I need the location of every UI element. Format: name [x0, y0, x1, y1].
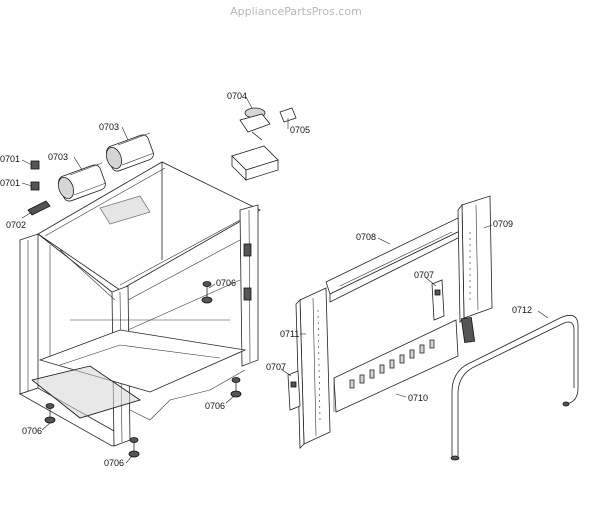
- callout-0711: 0711: [280, 329, 299, 339]
- part-0709-side-panel: [457, 195, 493, 344]
- part-0701a-clip: [30, 160, 40, 170]
- part-0707b-bracket: [287, 370, 301, 411]
- callout-0709: 0709: [493, 219, 513, 229]
- part-0706c-foot: [44, 403, 56, 424]
- part-0712-gasket-rod: [450, 314, 579, 461]
- part-0706b-foot: [230, 377, 242, 398]
- watermark: AppliancePartsPros.com: [230, 5, 362, 18]
- callout-labels: 0701 0701 0702 0703 0703 0704 0705 0706 …: [0, 91, 532, 468]
- part-0705-bracket: [279, 107, 297, 123]
- hinge-block-upper: [243, 243, 252, 257]
- hinge-block-lower: [243, 287, 252, 301]
- callout-0703b: 0703: [48, 152, 68, 162]
- part-0702-terminal-block: [27, 200, 51, 216]
- callout-0708: 0708: [356, 232, 376, 242]
- part-0708-top-panel: [325, 217, 463, 303]
- chassis-bottom-pan: [38, 329, 247, 393]
- callout-0702: 0702: [6, 220, 26, 230]
- leader-lines: [21, 96, 549, 464]
- callout-0704: 0704: [227, 91, 247, 101]
- callout-0703a: 0703: [99, 122, 119, 132]
- part-0706d-foot: [128, 437, 140, 458]
- chassis-left-front-post: [19, 233, 39, 395]
- part-0703a-motor: [106, 132, 155, 172]
- part-0710-lower-panel: [333, 319, 459, 413]
- callout-0701b: 0701: [0, 178, 20, 188]
- part-0703b-motor: [58, 162, 107, 202]
- sensor-mounting-box: [231, 145, 279, 181]
- part-0711-side-panel: [295, 287, 331, 449]
- callout-0707a: 0707: [414, 270, 434, 280]
- callout-0707b: 0707: [266, 362, 286, 372]
- callout-0706c: 0706: [22, 426, 42, 436]
- callout-0706b: 0706: [205, 401, 225, 411]
- callout-0710: 0710: [408, 393, 428, 403]
- callout-0706d: 0706: [104, 458, 124, 468]
- part-0706a-foot: [201, 281, 213, 304]
- callout-0705: 0705: [290, 125, 310, 135]
- part-0704-sensor: [239, 107, 271, 141]
- callout-0712: 0712: [512, 305, 532, 315]
- callout-0706a: 0706: [216, 278, 236, 288]
- part-0707a-bracket: [431, 279, 445, 321]
- callout-0701a: 0701: [0, 154, 20, 164]
- oven-chassis: [19, 161, 261, 447]
- part-0701b-clip: [30, 181, 40, 191]
- chassis-top-cutout: [99, 195, 151, 225]
- chassis-top-plate: [37, 161, 261, 291]
- vent-slots: [349, 339, 435, 389]
